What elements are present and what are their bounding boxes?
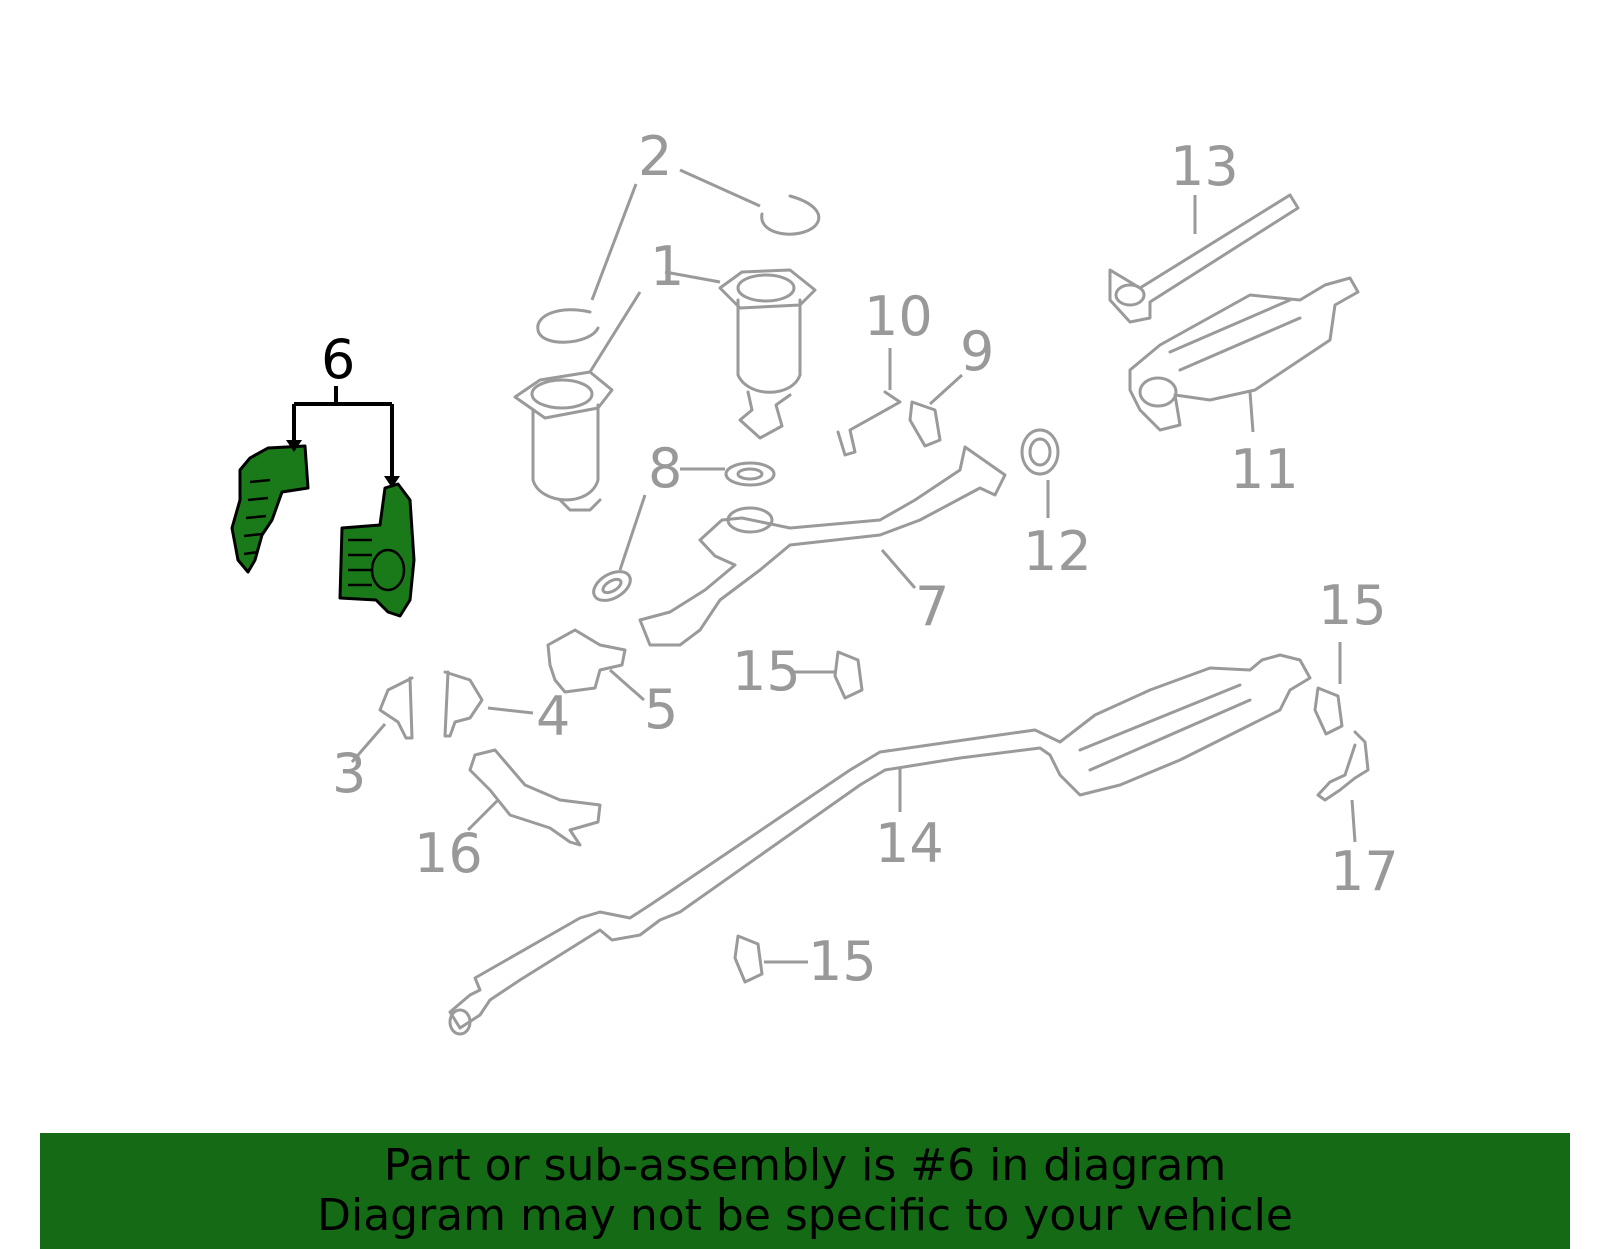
callout-4[interactable]: 4 xyxy=(536,685,570,748)
callout-12[interactable]: 12 xyxy=(1023,520,1092,583)
callout-2[interactable]: 2 xyxy=(638,125,672,188)
exhaust-system-diagram: 2 1 6 8 10 9 xyxy=(230,125,1399,1036)
callout-11[interactable]: 11 xyxy=(1230,438,1299,501)
part-17-hanger-bracket[interactable] xyxy=(1316,730,1370,802)
part-14-muffler-assembly[interactable] xyxy=(448,653,1312,1036)
part-13-pipe[interactable] xyxy=(1108,193,1300,324)
part-9-hanger[interactable] xyxy=(908,400,942,448)
part-6-heat-shields[interactable] xyxy=(230,444,416,618)
part-12-gasket[interactable] xyxy=(1020,428,1060,476)
part-15-insulator-a[interactable] xyxy=(833,650,864,700)
callout-8[interactable]: 8 xyxy=(648,437,682,500)
callout-16[interactable]: 16 xyxy=(414,822,483,885)
part-2-clamp-rings[interactable] xyxy=(536,194,821,344)
callout-15-a[interactable]: 15 xyxy=(732,640,801,703)
callout-7[interactable]: 7 xyxy=(915,575,949,638)
part-4-clamp[interactable] xyxy=(443,670,484,738)
callout-1[interactable]: 1 xyxy=(650,235,684,298)
part-8-gaskets[interactable] xyxy=(589,461,776,606)
banner-line-2: Diagram may not be specific to your vehi… xyxy=(317,1190,1293,1241)
callout-17[interactable]: 17 xyxy=(1330,840,1399,903)
callout-10[interactable]: 10 xyxy=(864,285,933,348)
part-15-insulator-c[interactable] xyxy=(733,934,764,984)
part-16-bracket[interactable] xyxy=(468,748,602,847)
part-1-catalytic-converters[interactable] xyxy=(513,268,817,512)
part-5-shield-bracket[interactable] xyxy=(546,628,627,694)
callout-15-c[interactable]: 15 xyxy=(808,930,877,993)
info-banner: Part or sub-assembly is #6 in diagram Di… xyxy=(40,1133,1570,1249)
callout-6[interactable]: 6 xyxy=(321,328,355,391)
callout-9[interactable]: 9 xyxy=(960,320,994,383)
part-7-front-pipe[interactable] xyxy=(638,445,1007,647)
banner-line-1: Part or sub-assembly is #6 in diagram xyxy=(383,1140,1227,1191)
part-10-bracket[interactable] xyxy=(836,390,902,457)
callout-15-b[interactable]: 15 xyxy=(1318,574,1387,637)
callout-14[interactable]: 14 xyxy=(875,812,944,875)
callout-13[interactable]: 13 xyxy=(1170,135,1239,198)
part-11-converter[interactable] xyxy=(1128,276,1360,432)
callout-5[interactable]: 5 xyxy=(644,678,678,741)
part-15-insulator-b[interactable] xyxy=(1313,686,1344,736)
part-3-clamp[interactable] xyxy=(378,676,414,740)
